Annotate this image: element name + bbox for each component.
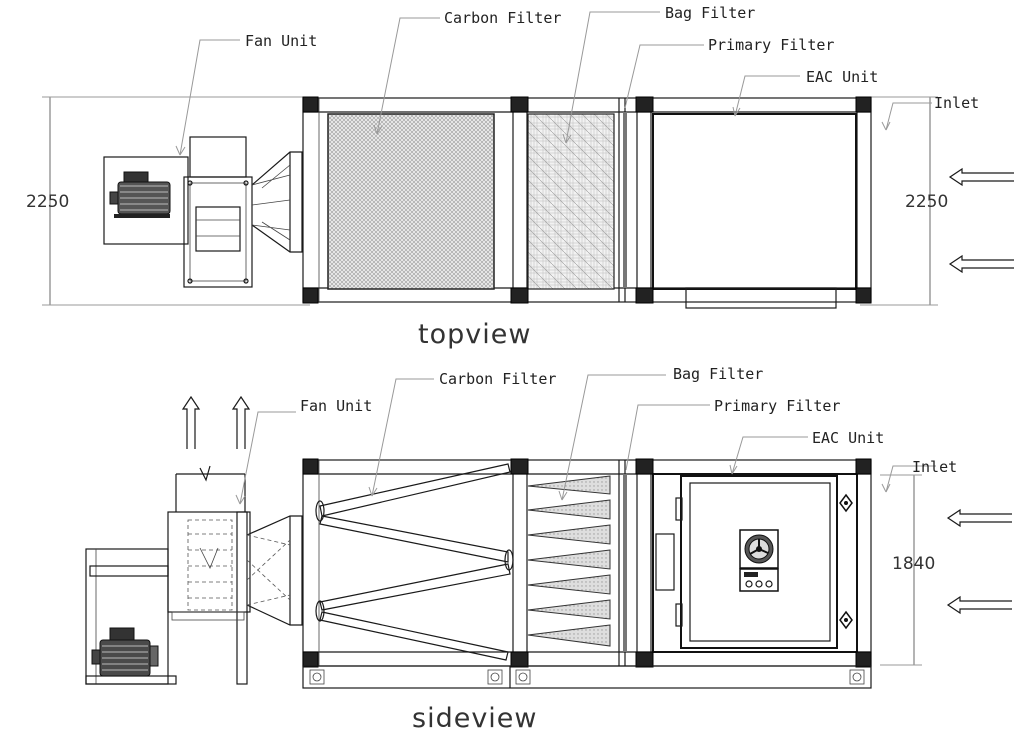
top-label-carbon-filter: Carbon Filter bbox=[444, 9, 561, 27]
side-leaders bbox=[235, 374, 936, 505]
side-bag-filter-cones bbox=[527, 475, 611, 647]
top-bag-filter-panel bbox=[527, 113, 615, 290]
side-eac-control-panel bbox=[739, 568, 779, 592]
side-outlet-arrow-left bbox=[182, 396, 200, 450]
side-inlet-arrow-upper bbox=[947, 509, 1013, 527]
side-base-frame bbox=[302, 665, 872, 689]
side-view-title: sideview bbox=[412, 703, 538, 730]
top-casing bbox=[302, 96, 872, 309]
side-eac-latch-bottom bbox=[839, 610, 853, 630]
top-label-bag-filter: Bag Filter bbox=[665, 4, 755, 22]
top-dimension-right: 2250 bbox=[905, 192, 948, 212]
top-eac-panel bbox=[652, 113, 857, 290]
side-inlet-arrow-lower bbox=[947, 596, 1013, 614]
top-label-fan-unit: Fan Unit bbox=[245, 32, 317, 50]
top-dimension-lines bbox=[42, 96, 938, 306]
side-fan-unit bbox=[85, 465, 303, 685]
top-fan-unit bbox=[103, 136, 303, 288]
top-carbon-filter-panel bbox=[327, 113, 495, 290]
top-view: 2250 2250 bbox=[26, 4, 1015, 350]
side-impeller bbox=[187, 519, 233, 611]
side-dimension-height: 1840 bbox=[892, 554, 935, 574]
top-dimension-left: 2250 bbox=[26, 192, 69, 212]
side-label-bag-filter: Bag Filter bbox=[673, 365, 763, 383]
side-label-fan-unit: Fan Unit bbox=[300, 397, 372, 415]
side-label-primary-filter: Primary Filter bbox=[714, 397, 840, 415]
top-label-primary-filter: Primary Filter bbox=[708, 36, 834, 54]
side-outlet-arrow-right bbox=[232, 396, 250, 450]
side-label-eac-unit: EAC Unit bbox=[812, 429, 884, 447]
top-inlet-arrow-upper bbox=[949, 168, 1015, 186]
side-dimension-lines bbox=[880, 474, 922, 666]
side-label-carbon-filter: Carbon Filter bbox=[439, 370, 556, 388]
top-motor bbox=[109, 171, 171, 218]
side-casing bbox=[302, 458, 872, 689]
side-view: 1840 Fan Unit Carbon Filter Bag Filter P… bbox=[85, 365, 1013, 730]
top-leaders bbox=[175, 11, 932, 156]
side-eac-fan-icon bbox=[739, 529, 779, 569]
top-inlet-arrow-lower bbox=[949, 255, 1015, 273]
side-motor bbox=[91, 627, 159, 677]
side-eac-latch-top bbox=[839, 493, 853, 513]
top-label-eac-unit: EAC Unit bbox=[806, 68, 878, 86]
side-carbon-filter-vbank bbox=[315, 463, 514, 661]
side-eac-unit bbox=[652, 473, 858, 653]
top-view-title: topview bbox=[418, 319, 531, 350]
top-label-inlet: Inlet bbox=[934, 94, 979, 112]
side-label-inlet: Inlet bbox=[912, 458, 957, 476]
